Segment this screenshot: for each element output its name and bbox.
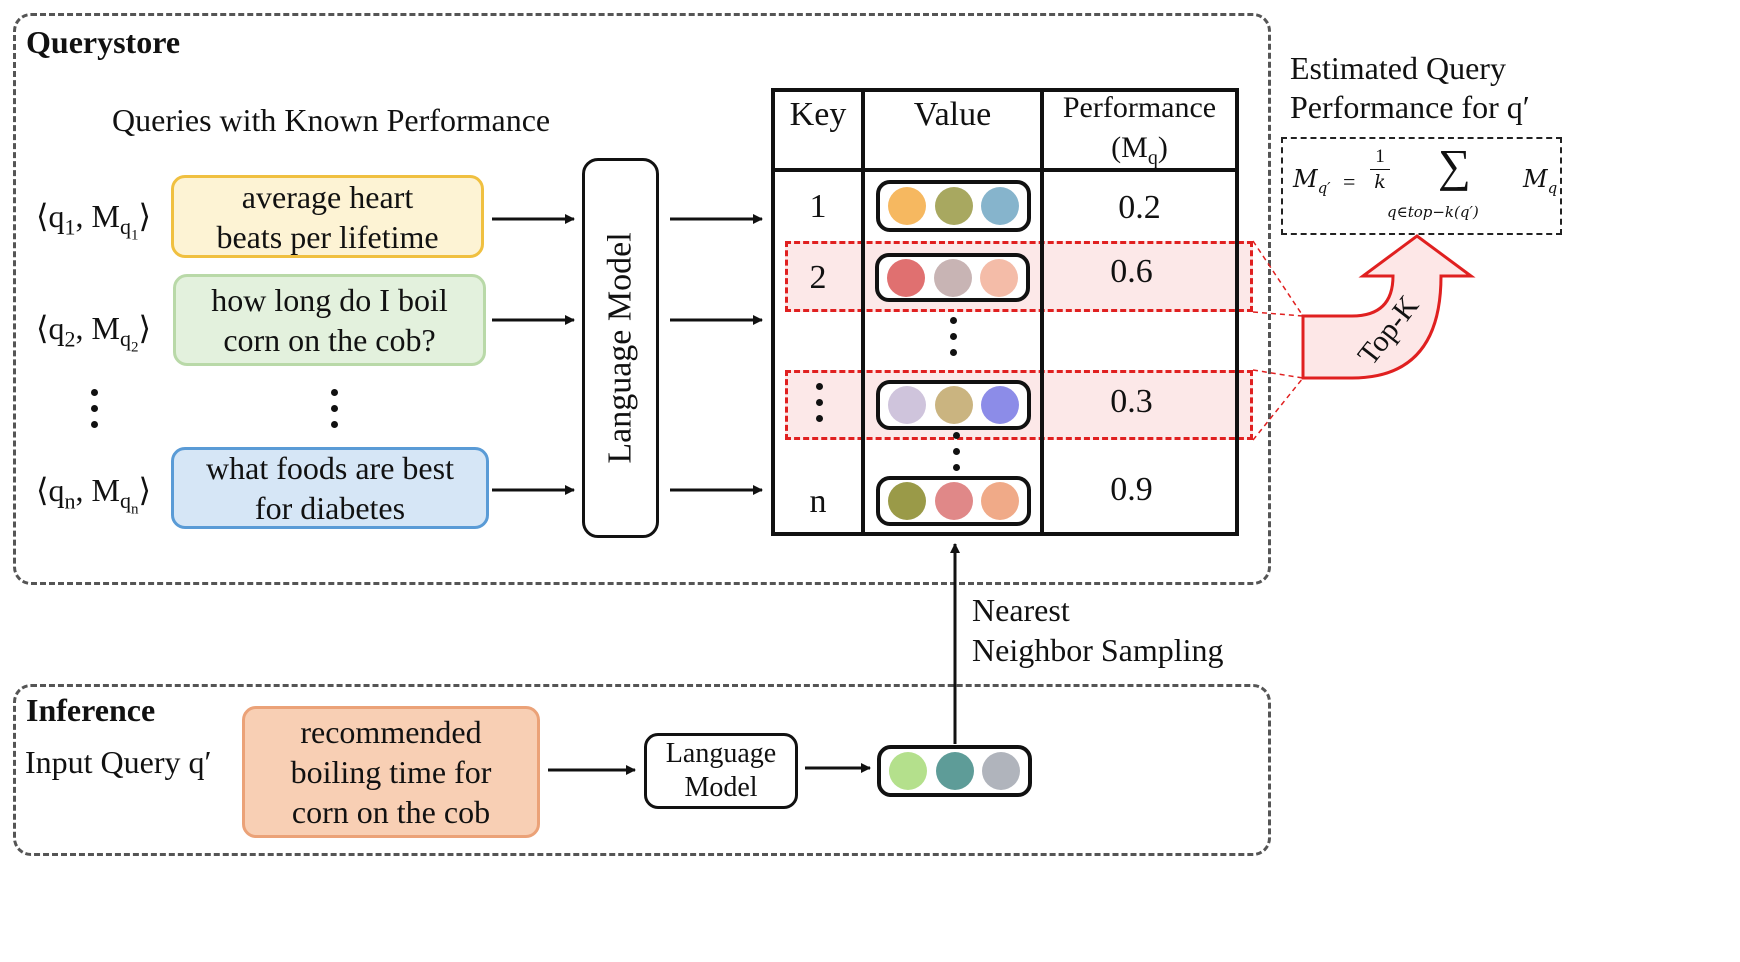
row-performance-n: 0.9 bbox=[1110, 471, 1153, 508]
value-vector-3 bbox=[876, 380, 1031, 430]
header-performance: Performance (Mq) bbox=[1062, 91, 1217, 169]
estimate-title-line1: Estimated Query bbox=[1290, 50, 1506, 86]
query-embedding-vector bbox=[877, 745, 1032, 797]
embedding-dot bbox=[933, 258, 972, 297]
topk-connector-2 bbox=[1252, 311, 1304, 317]
embedding-dot bbox=[888, 187, 927, 225]
query-box-2: how long do I boil corn on the cob? bbox=[173, 274, 486, 366]
pair-label-2: ⟨q2, Mq2⟩ bbox=[36, 310, 151, 356]
topk-connector-1 bbox=[1252, 240, 1304, 317]
inference-language-model-label: Language Model bbox=[665, 738, 777, 803]
topk-connector-3 bbox=[1252, 369, 1304, 379]
value-vector-2 bbox=[875, 253, 1030, 302]
embedding-dot bbox=[934, 187, 973, 225]
formula-fraction: 1 k bbox=[1370, 147, 1390, 192]
pair-ellipsis bbox=[91, 389, 98, 428]
querystore-subtitle: Queries with Known Performance bbox=[112, 102, 551, 138]
query-text-2: how long do I boil corn on the cob? bbox=[211, 282, 448, 358]
row-performance-2: 0.6 bbox=[1110, 253, 1153, 290]
embedding-dot bbox=[979, 258, 1018, 297]
input-query-text: recommended boiling time for corn on the… bbox=[290, 714, 492, 830]
topk-arrow bbox=[1301, 234, 1476, 380]
embedding-dot bbox=[980, 386, 1019, 424]
query-text-n: what foods are best for diabetes bbox=[206, 450, 454, 526]
embedding-dot bbox=[935, 752, 974, 790]
table-header-rule bbox=[771, 168, 1239, 172]
embedding-dot bbox=[889, 752, 928, 790]
query-ellipsis bbox=[331, 389, 338, 428]
query-box-n: what foods are best for diabetes bbox=[171, 447, 489, 529]
row-key-n: n bbox=[809, 483, 827, 520]
language-model-block: Language Model bbox=[582, 158, 659, 538]
header-value: Value bbox=[913, 96, 992, 133]
embedding-dot bbox=[980, 187, 1019, 225]
header-key: Key bbox=[789, 96, 847, 133]
value-vector-1 bbox=[876, 180, 1031, 232]
formula-equals: = bbox=[1343, 169, 1356, 194]
nn-label-line1: Nearest bbox=[972, 592, 1070, 628]
estimate-title-line2: Performance for q′ bbox=[1290, 89, 1530, 125]
input-query-label: Input Query q′ bbox=[25, 744, 212, 780]
kv-table bbox=[771, 88, 1239, 536]
pair-label-n: ⟨qn, Mqn⟩ bbox=[36, 472, 151, 518]
embedding-dot bbox=[980, 482, 1019, 520]
embedding-dot bbox=[981, 752, 1020, 790]
row-key-2: 2 bbox=[809, 259, 827, 296]
pair-label-1: ⟨q1, Mq1⟩ bbox=[36, 198, 151, 244]
embedding-dot bbox=[888, 482, 927, 520]
querystore-section bbox=[13, 13, 1271, 585]
embedding-dot bbox=[887, 258, 926, 297]
querystore-title: Querystore bbox=[26, 24, 181, 60]
value-ellipsis-1 bbox=[950, 317, 957, 356]
nn-label-line2: Neighbor Sampling bbox=[972, 632, 1224, 668]
embedding-dot bbox=[934, 482, 973, 520]
table-divider-2 bbox=[1040, 88, 1044, 536]
value-ellipsis-2 bbox=[953, 432, 960, 471]
row-performance-3: 0.3 bbox=[1110, 383, 1153, 420]
query-box-1: average heart beats per lifetime bbox=[171, 175, 484, 258]
embedding-dot bbox=[934, 386, 973, 424]
inference-language-model: Language Model bbox=[644, 733, 798, 809]
key-ellipsis bbox=[816, 383, 823, 422]
table-divider-1 bbox=[861, 88, 865, 536]
value-vector-n bbox=[876, 476, 1031, 526]
input-query-box: recommended boiling time for corn on the… bbox=[242, 706, 540, 838]
embedding-dot bbox=[888, 386, 927, 424]
row-key-1: 1 bbox=[809, 188, 827, 225]
row-performance-1: 0.2 bbox=[1118, 189, 1161, 226]
formula-rhs: Mq bbox=[1523, 165, 1558, 197]
formula-sum: ∑ bbox=[1438, 140, 1471, 191]
query-text-1: average heart beats per lifetime bbox=[216, 178, 439, 255]
inference-section bbox=[13, 684, 1271, 856]
topk-connector-4 bbox=[1252, 377, 1304, 441]
formula-lhs: Mq′ bbox=[1293, 165, 1331, 197]
inference-title: Inference bbox=[26, 692, 156, 728]
formula-sum-range: q∈top−k(q′) bbox=[1387, 203, 1479, 221]
formula-box: Mq′ = 1 k ∑ q∈top−k(q′) Mq bbox=[1281, 137, 1562, 235]
